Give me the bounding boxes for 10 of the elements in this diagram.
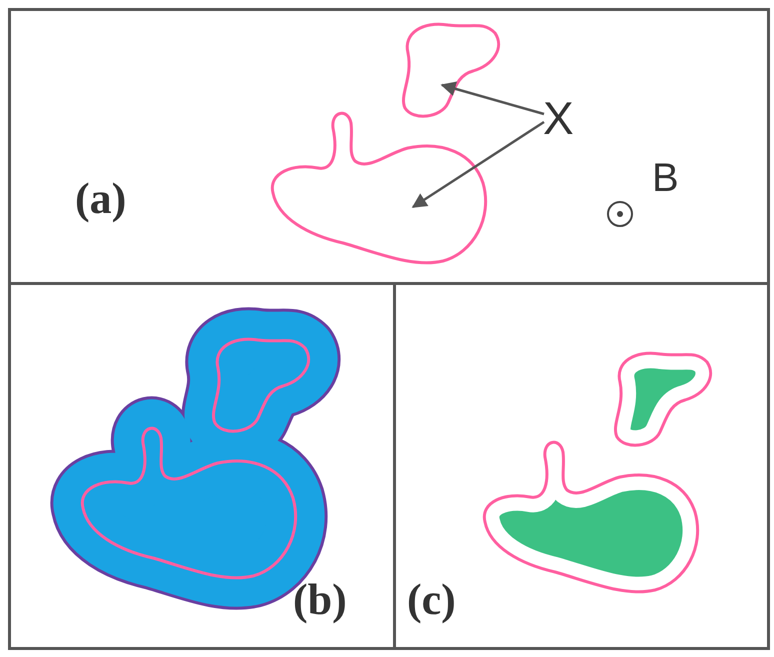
- callout-letter: X: [543, 95, 574, 141]
- panel-label: (c): [407, 578, 456, 622]
- leader-arrow: [412, 120, 545, 208]
- figure-panel: [8, 8, 770, 285]
- figure-panel: [8, 282, 396, 650]
- panel-label: (b): [293, 578, 347, 622]
- leader-arrow: [440, 81, 544, 116]
- field-symbol-label: B: [652, 158, 679, 198]
- figure-panel: [393, 282, 770, 650]
- panel-label: (a): [75, 177, 126, 221]
